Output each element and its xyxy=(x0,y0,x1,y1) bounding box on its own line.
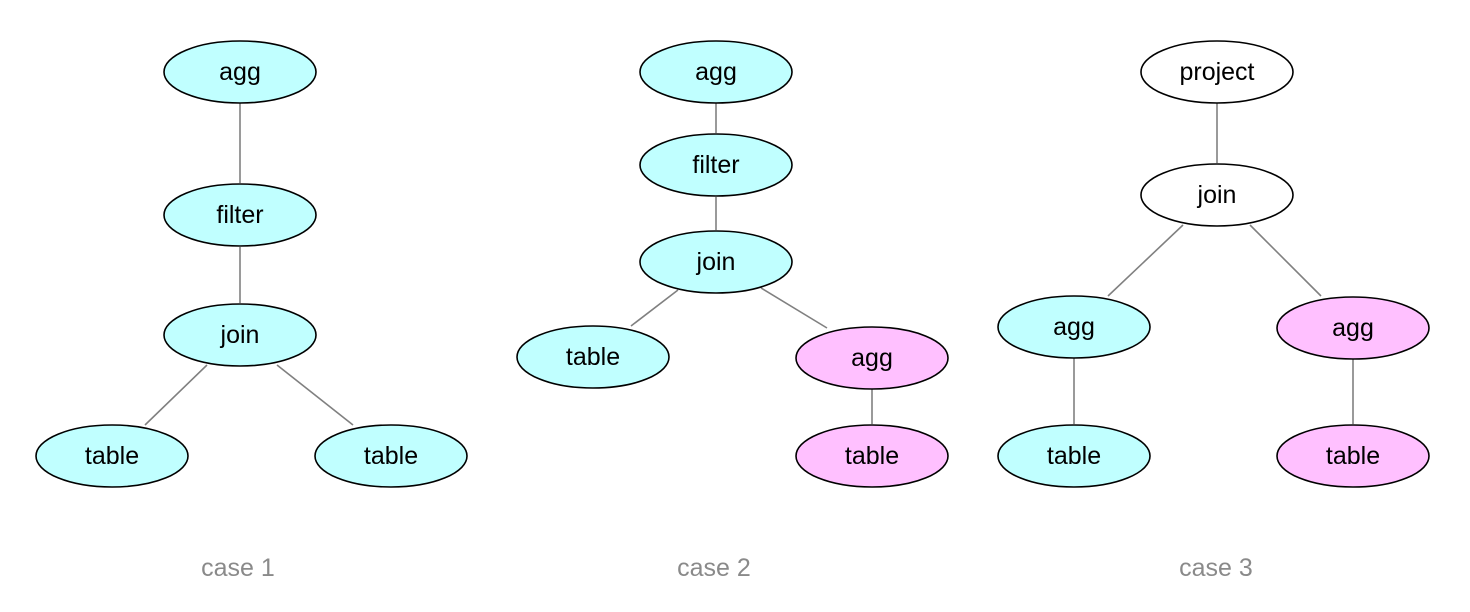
case-3-edge-join-agg-right xyxy=(1249,224,1322,297)
case-2-tree: agg filter join table agg table case 2 xyxy=(516,40,949,582)
case-3-caption: case 3 xyxy=(1179,554,1253,582)
case-3-node-agg-left-label: agg xyxy=(1053,313,1095,341)
case-1-node-filter-label: filter xyxy=(216,201,263,229)
case-3-node-agg-right-shape xyxy=(1276,296,1430,360)
case-2-node-filter-shape xyxy=(639,133,793,197)
case-2-caption: case 2 xyxy=(677,554,751,582)
case-1-node-table-left-shape xyxy=(35,424,189,488)
case-1-node-join-shape xyxy=(163,303,317,367)
case-3-node-project-label: project xyxy=(1179,58,1254,86)
case-1-node-table-right-label: table xyxy=(364,442,418,470)
case-3-node-join: join xyxy=(1140,163,1294,227)
case-1-edge-join-table-right xyxy=(276,364,354,426)
case-1-node-agg-shape xyxy=(163,40,317,104)
case-1-edge-join-table-left xyxy=(144,364,208,426)
case-1-node-filter-shape xyxy=(163,183,317,247)
case-1-caption: case 1 xyxy=(201,554,275,582)
case-3-tree: project join agg table agg table case 3 xyxy=(997,40,1430,582)
case-2-node-table-left: table xyxy=(516,325,670,389)
case-3-node-table-left: table xyxy=(997,424,1151,488)
case-2-node-join: join xyxy=(639,230,793,294)
case-1-tree: agg filter join table table case 1 xyxy=(35,40,468,582)
case-3-node-table-right-label: table xyxy=(1326,442,1380,470)
case-2-node-table-right: table xyxy=(795,424,949,488)
case-2-edge-join-table-left xyxy=(630,289,679,327)
case-3-edges xyxy=(1073,103,1354,424)
case-1-node-agg-label: agg xyxy=(219,58,261,86)
case-1-node-table-left: table xyxy=(35,424,189,488)
case-2-node-agg-shape xyxy=(639,40,793,104)
case-2-node-table-left-label: table xyxy=(566,343,620,371)
case-2-node-agg-right-shape xyxy=(795,326,949,390)
case-2-edges xyxy=(630,103,873,424)
case-3-node-agg-left: agg xyxy=(997,295,1151,359)
case-2-node-join-shape xyxy=(639,230,793,294)
case-2-edge-join-agg-right xyxy=(760,287,828,329)
case-2-node-agg: agg xyxy=(639,40,793,104)
case-1-node-join-label: join xyxy=(220,321,260,349)
case-2-node-filter: filter xyxy=(639,133,793,197)
case-3-node-join-shape xyxy=(1140,163,1294,227)
case-2-node-filter-label: filter xyxy=(692,151,739,179)
case-1-node-table-right: table xyxy=(314,424,468,488)
case-2-node-join-label: join xyxy=(696,248,736,276)
case-3-node-table-left-shape xyxy=(997,424,1151,488)
case-1-node-join: join xyxy=(163,303,317,367)
case-1-node-table-right-shape xyxy=(314,424,468,488)
case-2-node-agg-right: agg xyxy=(795,326,949,390)
case-2-node-table-left-shape xyxy=(516,325,670,389)
case-2-node-agg-label: agg xyxy=(695,58,737,86)
case-3-node-agg-right: agg xyxy=(1276,296,1430,360)
case-2-node-table-right-shape xyxy=(795,424,949,488)
case-1-node-filter: filter xyxy=(163,183,317,247)
case-1-edges xyxy=(144,103,354,426)
case-1-node-table-left-label: table xyxy=(85,442,139,470)
case-1-node-agg: agg xyxy=(163,40,317,104)
case-3-node-project-shape xyxy=(1140,40,1294,104)
case-3-node-join-label: join xyxy=(1197,181,1237,209)
case-3-node-table-right: table xyxy=(1276,424,1430,488)
case-2-node-table-right-label: table xyxy=(845,442,899,470)
case-3-node-project: project xyxy=(1140,40,1294,104)
case-3-node-agg-right-label: agg xyxy=(1332,314,1374,342)
case-3-node-agg-left-shape xyxy=(997,295,1151,359)
case-3-edge-join-agg-left xyxy=(1107,224,1184,297)
case-3-node-table-left-label: table xyxy=(1047,442,1101,470)
case-2-node-agg-right-label: agg xyxy=(851,344,893,372)
case-3-node-table-right-shape xyxy=(1276,424,1430,488)
